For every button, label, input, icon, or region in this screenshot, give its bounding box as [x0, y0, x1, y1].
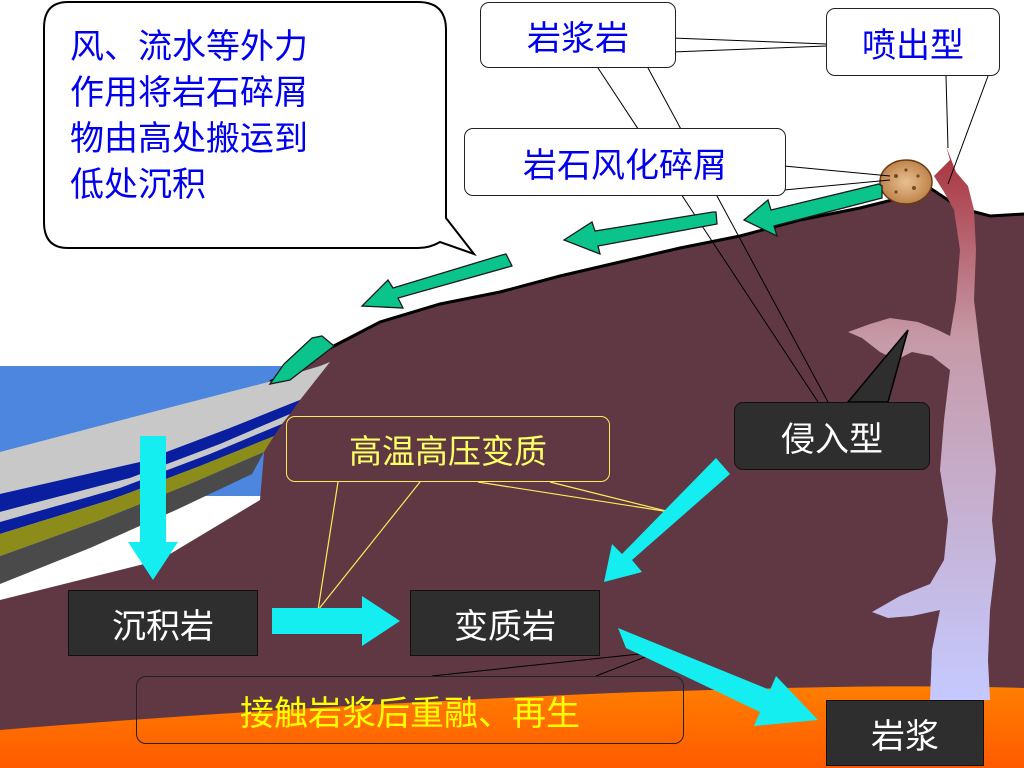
- callout-text: 风、流水等外力 作用将岩石碎屑 物由高处搬运到 低处沉积: [70, 24, 410, 208]
- sediment-layers: [0, 362, 330, 584]
- sedimentary-rock-label: 沉积岩: [68, 590, 258, 656]
- extrusive-type-label: 喷出型: [826, 8, 1000, 76]
- metamorphism-label: 高温高压变质: [286, 416, 610, 482]
- callout-bubble: [43, 1, 477, 257]
- metamorphism-leaders: [317, 481, 671, 611]
- magma-label: 岩浆: [826, 700, 984, 766]
- metamorphic-rock-label: 变质岩: [410, 590, 600, 656]
- arrow-to-magma: [618, 628, 818, 726]
- transport-arrow-1: [742, 183, 883, 238]
- remelting-label: 接触岩浆后重融、再生: [136, 676, 684, 744]
- volcanic-vent: [848, 146, 996, 700]
- igneous-rock-label: 岩浆岩: [480, 2, 676, 68]
- arrow-intrusive-to-metamorphic: [604, 458, 730, 582]
- arrow-deposition: [128, 436, 178, 580]
- mountain-outline: [269, 186, 1024, 384]
- callout-line-2: 作用将岩石碎屑: [70, 73, 308, 113]
- process-arrows: [128, 436, 818, 726]
- transport-arrow-4: [268, 335, 336, 385]
- transport-arrow-3: [360, 253, 513, 309]
- arrow-to-metamorphic: [272, 596, 400, 646]
- intrusive-type-label: 侵入型: [734, 402, 930, 470]
- weathered-debris-label: 岩石风化碎屑: [464, 128, 786, 196]
- leader-lines: [597, 37, 989, 403]
- transport-arrows: [268, 183, 883, 385]
- callout-line-1: 风、流水等外力: [70, 27, 308, 67]
- rock-fragment: [879, 159, 933, 205]
- callout-line-4: 低处沉积: [70, 165, 206, 205]
- transport-arrow-2: [562, 211, 718, 256]
- callout-line-3: 物由高处搬运到: [70, 119, 308, 159]
